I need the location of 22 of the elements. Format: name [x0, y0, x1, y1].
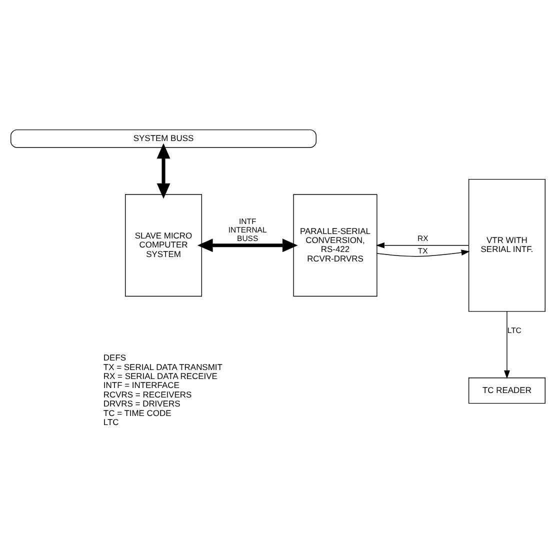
node-box: SLAVE MICRO COMPUTER SYSTEM: [125, 194, 202, 296]
arrow: [197, 238, 298, 252]
edge-label: INTF INTERNAL BUSS: [228, 216, 267, 242]
label: LTC: [103, 416, 119, 426]
label: DRVRS = DRIVERS: [103, 398, 180, 408]
label: TC = TIME CODE: [103, 407, 172, 418]
label: RX = SERIAL DATA RECEIVE: [103, 370, 218, 381]
arrow: [376, 249, 470, 256]
label: TX = SERIAL DATA TRANSMIT: [103, 361, 222, 372]
node-box: SYSTEM BUSS: [10, 128, 317, 148]
edge-label: LTC: [507, 326, 522, 335]
label: INTF = INTERFACE: [103, 380, 180, 390]
label: DEFS: [103, 352, 126, 362]
label: RCVRS = RECEIVERS: [103, 388, 192, 399]
edge-label: TX: [418, 246, 428, 256]
edge-label: RX: [417, 233, 428, 242]
arrow: [376, 242, 469, 248]
node-box: TC READER: [468, 377, 546, 404]
arrow: [156, 142, 170, 198]
arrow: [504, 310, 510, 378]
node-box: PARALLE-SERIAL CONVERSION, RS-422 RCVR-DRVRS: [293, 194, 378, 296]
node-box: VTR WITH SERIAL INTF.: [468, 178, 546, 312]
